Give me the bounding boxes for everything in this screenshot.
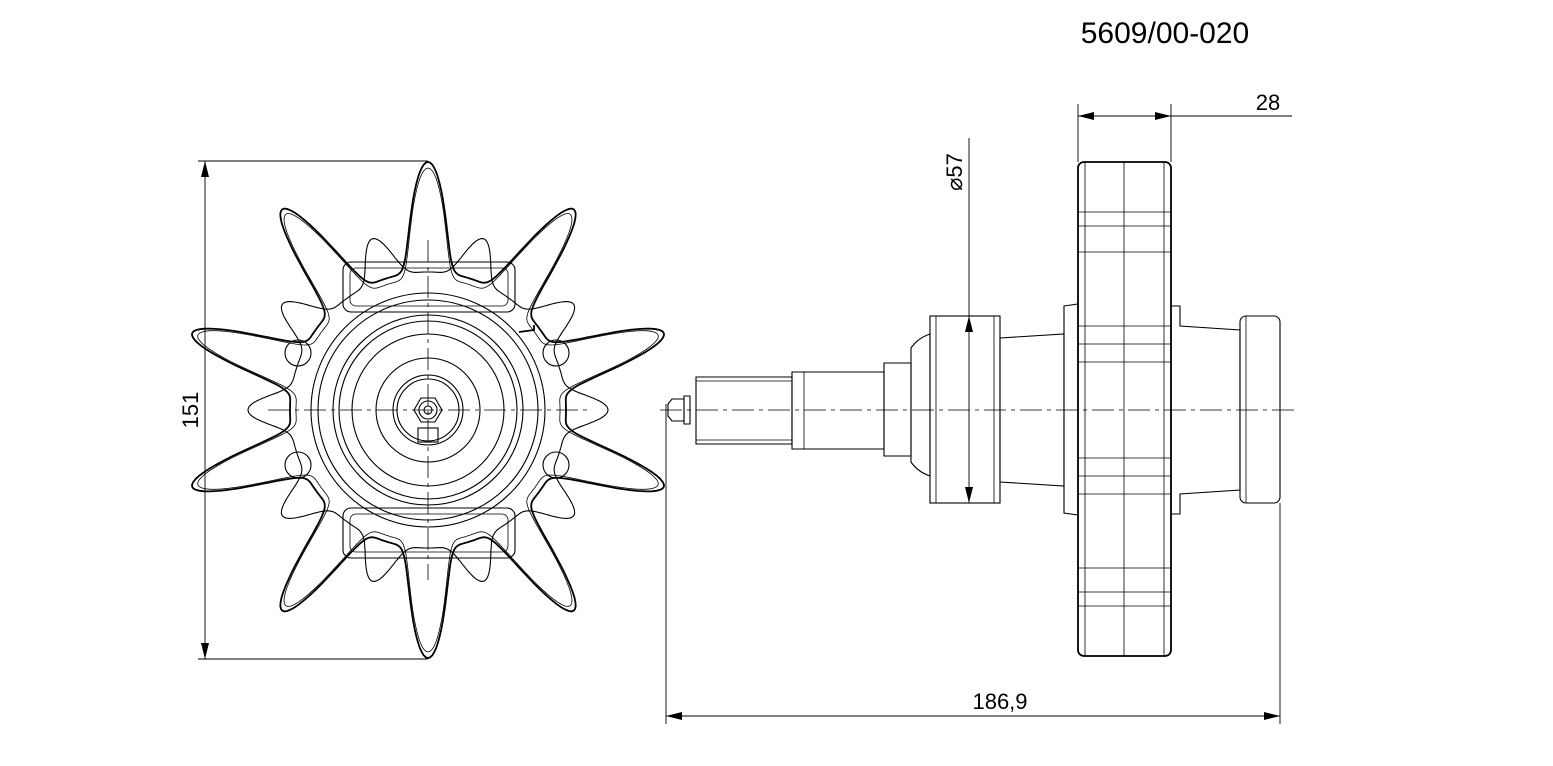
bearing-housing <box>929 315 1001 504</box>
pocket-bottom-inner <box>349 513 509 553</box>
sprocket-edge <box>1077 161 1172 657</box>
dimension-diameter-label: ⌀57 <box>942 153 967 191</box>
dimension-diameter-value: 57 <box>942 153 967 177</box>
shaft-flange <box>910 333 931 477</box>
dimension-width: 28 <box>1077 90 1292 162</box>
bolt-hole <box>284 451 312 479</box>
shaft-segment-1 <box>695 376 793 445</box>
dimension-length: 186,9 <box>665 404 1281 724</box>
pocket-top <box>342 261 516 313</box>
dimension-height-label: 151 <box>178 392 203 429</box>
sprocket-outline <box>191 161 665 659</box>
hub-end-cap <box>1239 315 1281 504</box>
dimension-length-label: 186,9 <box>972 689 1027 714</box>
shaft-side-view <box>660 161 1296 657</box>
rotation-mark <box>518 325 535 333</box>
part-number: 5609/00-020 <box>1081 17 1250 50</box>
bolt-hole <box>542 451 570 479</box>
pocket-top-inner <box>349 267 509 307</box>
sprocket-front-view <box>191 161 665 659</box>
shaft-collar <box>883 362 912 457</box>
diameter-symbol: ⌀ <box>942 178 967 191</box>
sprocket-outline-inner <box>197 167 659 653</box>
shaft-segment-2 <box>791 371 885 450</box>
dimension-diameter: ⌀57 <box>942 138 973 503</box>
dimension-width-label: 28 <box>1256 90 1280 115</box>
bolt-hole <box>542 339 570 367</box>
pocket-bottom <box>342 507 516 559</box>
bolt-hole <box>284 339 312 367</box>
dimension-height: 151 <box>178 160 428 660</box>
